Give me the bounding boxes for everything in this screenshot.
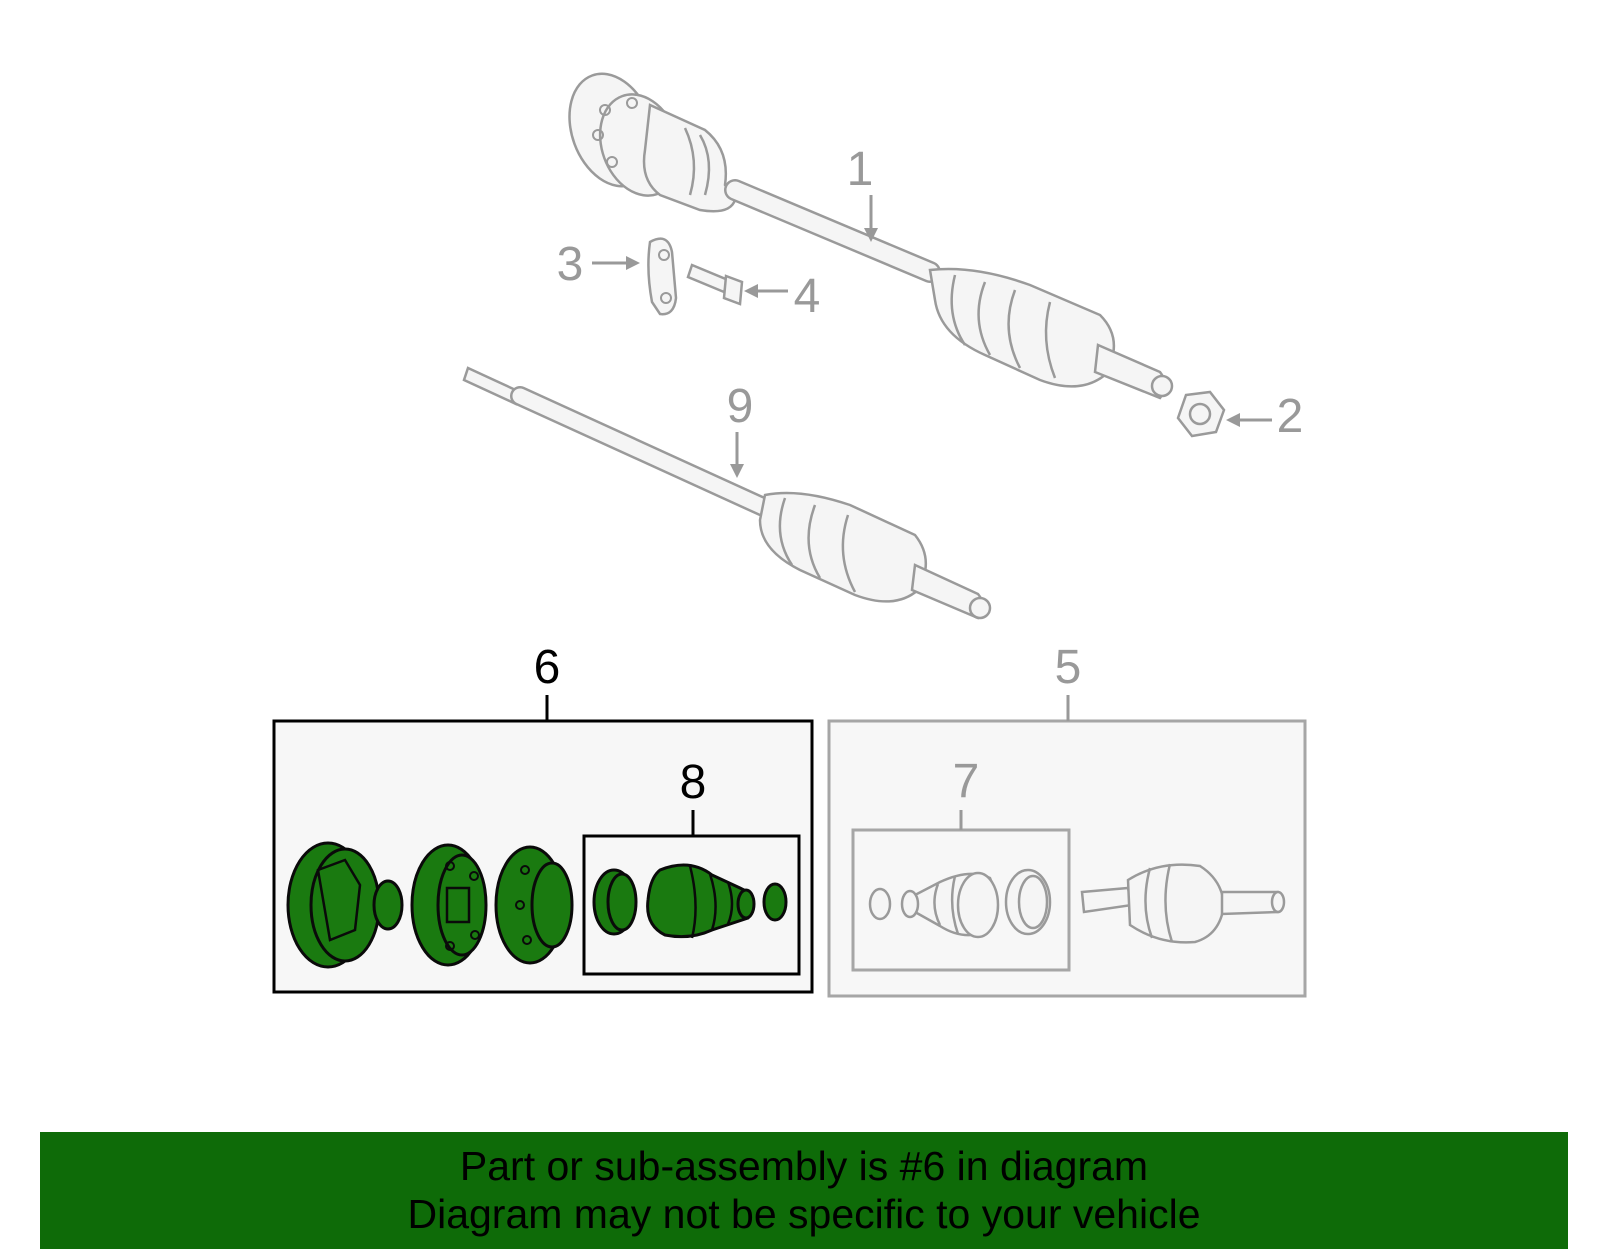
- part-1-drive-axle[interactable]: [555, 62, 1174, 400]
- gray-outer-joint[interactable]: [1080, 863, 1286, 944]
- callout-6: 6: [534, 641, 561, 694]
- gray-small-clamp[interactable]: [868, 887, 892, 921]
- callout-5: 5: [1055, 641, 1082, 694]
- callout-1: 1: [847, 143, 874, 196]
- gray-cv-boot[interactable]: [900, 871, 1000, 939]
- box-8-boot-kit[interactable]: 8: [582, 756, 801, 976]
- box-6-assembly[interactable]: 6 8: [272, 641, 814, 994]
- parts-diagram: 1 2 3 4 9 6: [272, 62, 1307, 998]
- callout-4: 4: [794, 270, 821, 323]
- cv-joint-cage[interactable]: [410, 843, 488, 967]
- callout-2: 2: [1277, 390, 1304, 443]
- part-4-bolt[interactable]: [686, 263, 744, 306]
- banner-line-2: Diagram may not be specific to your vehi…: [407, 1191, 1201, 1237]
- cv-joint-housing[interactable]: [286, 841, 381, 969]
- snap-ring[interactable]: [372, 879, 404, 931]
- callout-3: 3: [557, 238, 584, 291]
- boot-clamp-ring[interactable]: [592, 868, 638, 936]
- part-2-nut[interactable]: [1176, 390, 1226, 438]
- box-7-boot-kit[interactable]: 7: [851, 755, 1071, 972]
- box-5-assembly[interactable]: 5 7: [827, 641, 1307, 998]
- part-9-drive-axle[interactable]: [462, 366, 992, 620]
- callout-9: 9: [727, 380, 754, 433]
- small-clamp[interactable]: [762, 882, 788, 922]
- callout-7: 7: [953, 755, 980, 808]
- info-banner: Part or sub-assembly is #6 in diagram Di…: [40, 1132, 1568, 1249]
- callout-8: 8: [680, 756, 707, 809]
- cv-joint-hub[interactable]: [494, 845, 574, 965]
- gray-boot-clamp-ring[interactable]: [1004, 868, 1052, 936]
- part-3-bracket[interactable]: [647, 237, 678, 316]
- cv-boot[interactable]: [646, 863, 756, 939]
- banner-line-1: Part or sub-assembly is #6 in diagram: [459, 1143, 1149, 1189]
